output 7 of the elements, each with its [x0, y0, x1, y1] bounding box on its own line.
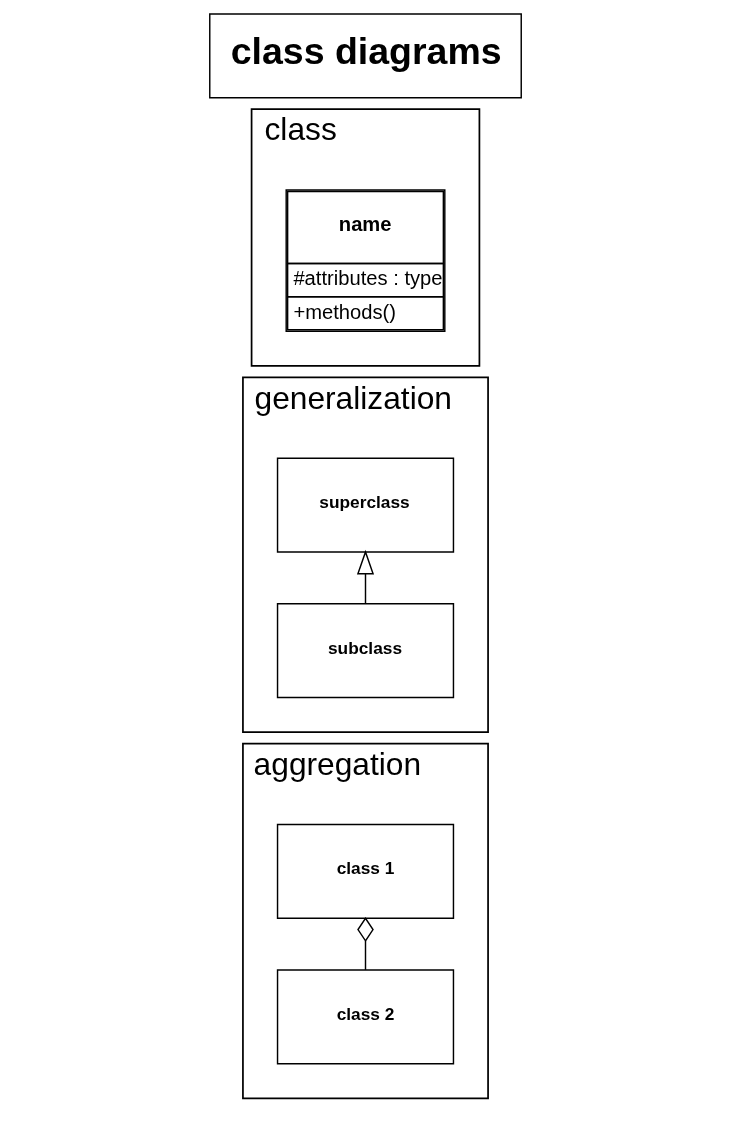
- arrow: [356, 549, 375, 605]
- node-box: class 1: [276, 823, 455, 919]
- node-box: class diagrams: [209, 13, 522, 99]
- connector: [357, 917, 374, 971]
- node-box: class 2: [276, 969, 455, 1065]
- node-box: superclass: [276, 457, 455, 553]
- node-box: subclass: [276, 603, 455, 699]
